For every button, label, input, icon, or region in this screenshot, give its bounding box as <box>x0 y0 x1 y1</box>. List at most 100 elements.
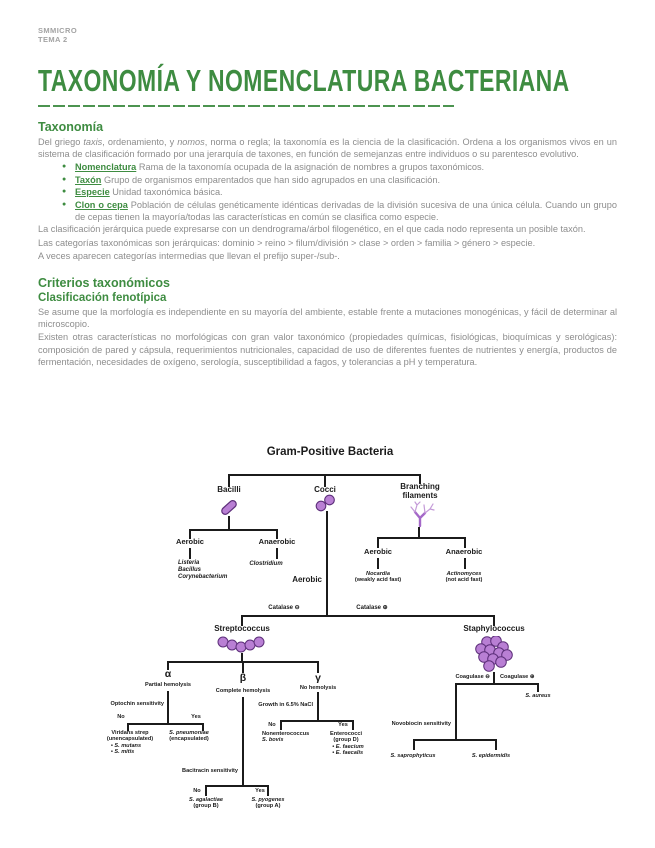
label-line: Branching <box>400 482 440 491</box>
cocci-pair-icon <box>315 494 335 512</box>
result-nocardia: Nocardia(weakly acid fast) <box>355 571 401 584</box>
result-s-pneumoniae: S. pneumoniae(encapsulated) <box>169 730 209 743</box>
bacillus-rod-icon <box>221 500 237 515</box>
diagram-title: Gram-Positive Bacteria <box>266 446 394 458</box>
connector-line <box>241 653 243 662</box>
label-note: (group D) <box>333 737 359 744</box>
connector-line <box>493 615 495 626</box>
connector-line <box>280 720 282 730</box>
tema-label: TEMA 2 <box>38 35 68 44</box>
connector-line <box>241 615 495 617</box>
answer-yes: Yes <box>338 722 348 728</box>
connector-line <box>167 661 169 670</box>
label-line: filaments <box>402 490 438 500</box>
connector-line <box>242 661 244 673</box>
genus-listeria: Listeria <box>178 560 200 566</box>
list-item: ●Especie Unidad taxonómica básica. <box>62 186 617 198</box>
answer-no: No <box>268 722 276 728</box>
connector-line <box>276 548 278 559</box>
text-run: , norma o regla; la taxonomía es la cien… <box>38 136 617 159</box>
connector-line <box>418 527 420 538</box>
connector-line <box>205 785 207 796</box>
term-nomenclatura: Nomenclatura <box>75 162 137 173</box>
species-s-pneumoniae: S. pneumoniae <box>169 730 209 736</box>
connector-line <box>127 723 204 725</box>
branching-filaments-icon <box>410 501 435 528</box>
text-run: Del griego <box>38 136 84 147</box>
label-line: Viridans strep <box>111 730 149 736</box>
connector-line <box>377 537 466 539</box>
species-e-faecalis: • E. faecalis <box>332 749 364 756</box>
connector-line <box>495 739 497 750</box>
connector-line <box>189 529 191 539</box>
result-viridans-strep: Viridans strep(unencapsulated)• S. mutan… <box>107 730 153 755</box>
term-clon-o-cepa: Clon o cepa <box>75 199 128 210</box>
species-s-bovis: S. bovis <box>262 737 284 744</box>
paragraph-categorias: Las categorías taxonómicas son jerárquic… <box>38 237 536 248</box>
connector-line <box>493 672 495 684</box>
section-heading-taxonomia: Taxonomía <box>38 119 104 134</box>
paragraph-otras-caracteristicas: Existen otras características no morfoló… <box>38 332 617 368</box>
connector-line <box>326 511 328 615</box>
connector-line <box>317 661 319 673</box>
page-title: TAXONOMÍA Y NOMENCLATURA BACTERIANA <box>38 64 570 98</box>
test-coagulase-negative: Coagulase ⊖ <box>455 674 490 680</box>
strep-chain-icon <box>217 636 265 653</box>
node-beta: β <box>239 672 247 684</box>
answer-no: No <box>193 788 201 794</box>
course-code: SMMICRO <box>38 26 78 35</box>
subheading-fenotipica: Clasificación fenotípica <box>38 291 167 304</box>
list-item: ●Taxón Grupo de organismos emparentados … <box>62 174 617 186</box>
node-bacilli-aerobic: Aerobic <box>176 537 204 546</box>
result-actinomyces: Actinomyces(not acid fast) <box>446 571 483 584</box>
answer-no: No <box>117 714 125 720</box>
term-taxon: Taxón <box>75 174 102 185</box>
italic-term-nomos: nomos <box>177 136 205 147</box>
label-line: Enterococci <box>329 731 363 737</box>
connector-line <box>276 529 278 539</box>
answer-yes: Yes <box>191 714 201 720</box>
title-underline <box>38 105 454 107</box>
paragraph-prefijos: A veces aparecen categorías intermedias … <box>38 251 340 262</box>
species-e-faecium: • E. faecium <box>332 743 364 750</box>
node-cocci: Cocci <box>314 485 336 494</box>
list-item: ●Nomenclatura Rama de la taxonomía ocupa… <box>62 161 617 173</box>
test-nacl-growth: Growth in 6.5% NaCl <box>258 702 313 708</box>
result-s-agalactiae: S. agalactiae(group B) <box>189 797 223 810</box>
term-especie: Especie <box>75 187 110 198</box>
node-gamma: γ <box>315 672 321 684</box>
connector-line <box>202 723 204 731</box>
flowchart: Gram-Positive Bacteria Bacilli Cocci Bra… <box>0 445 655 825</box>
paragraph-dendrograma: La clasificación jerárquica puede expres… <box>38 224 586 235</box>
genus-actinomyces: Actinomyces <box>446 571 482 577</box>
node-cocci-aerobic: Aerobic <box>292 575 322 584</box>
connector-line <box>317 692 319 721</box>
connector-line <box>228 474 230 487</box>
test-coagulase-positive: Coagulase ⊕ <box>500 674 535 680</box>
connector-line <box>241 615 243 626</box>
species-s-mutans: • S. mutans <box>110 742 142 749</box>
bullet-icon: ● <box>62 163 67 171</box>
connector-line <box>189 529 278 531</box>
test-catalase-negative: Catalase ⊖ <box>268 605 300 611</box>
label-note: (weakly acid fast) <box>354 577 402 584</box>
italic-term-taxis: taxis <box>83 136 103 147</box>
section-heading-criterios: Criterios taxonómicos <box>38 275 170 290</box>
node-bf-aerobic: Aerobic <box>364 547 392 556</box>
node-bacilli-anaerobic: Anaerobic <box>258 537 296 546</box>
label-note: (unencapsulated) <box>106 736 154 743</box>
species-s-saprophyticus: S. saprophyticus <box>390 753 436 759</box>
connector-line <box>189 548 191 559</box>
connector-line <box>413 739 497 741</box>
connector-line <box>352 720 354 730</box>
connector-line <box>167 691 169 724</box>
species-s-aureus: S. aureus <box>525 693 551 699</box>
connector-line <box>455 683 457 739</box>
paragraph-morfologia: Se asume que la morfología es independie… <box>38 306 617 330</box>
bullet-icon: ● <box>62 200 67 208</box>
species-s-epidermidis: S. epidermidis <box>471 753 511 759</box>
bullet-icon: ● <box>62 188 67 196</box>
